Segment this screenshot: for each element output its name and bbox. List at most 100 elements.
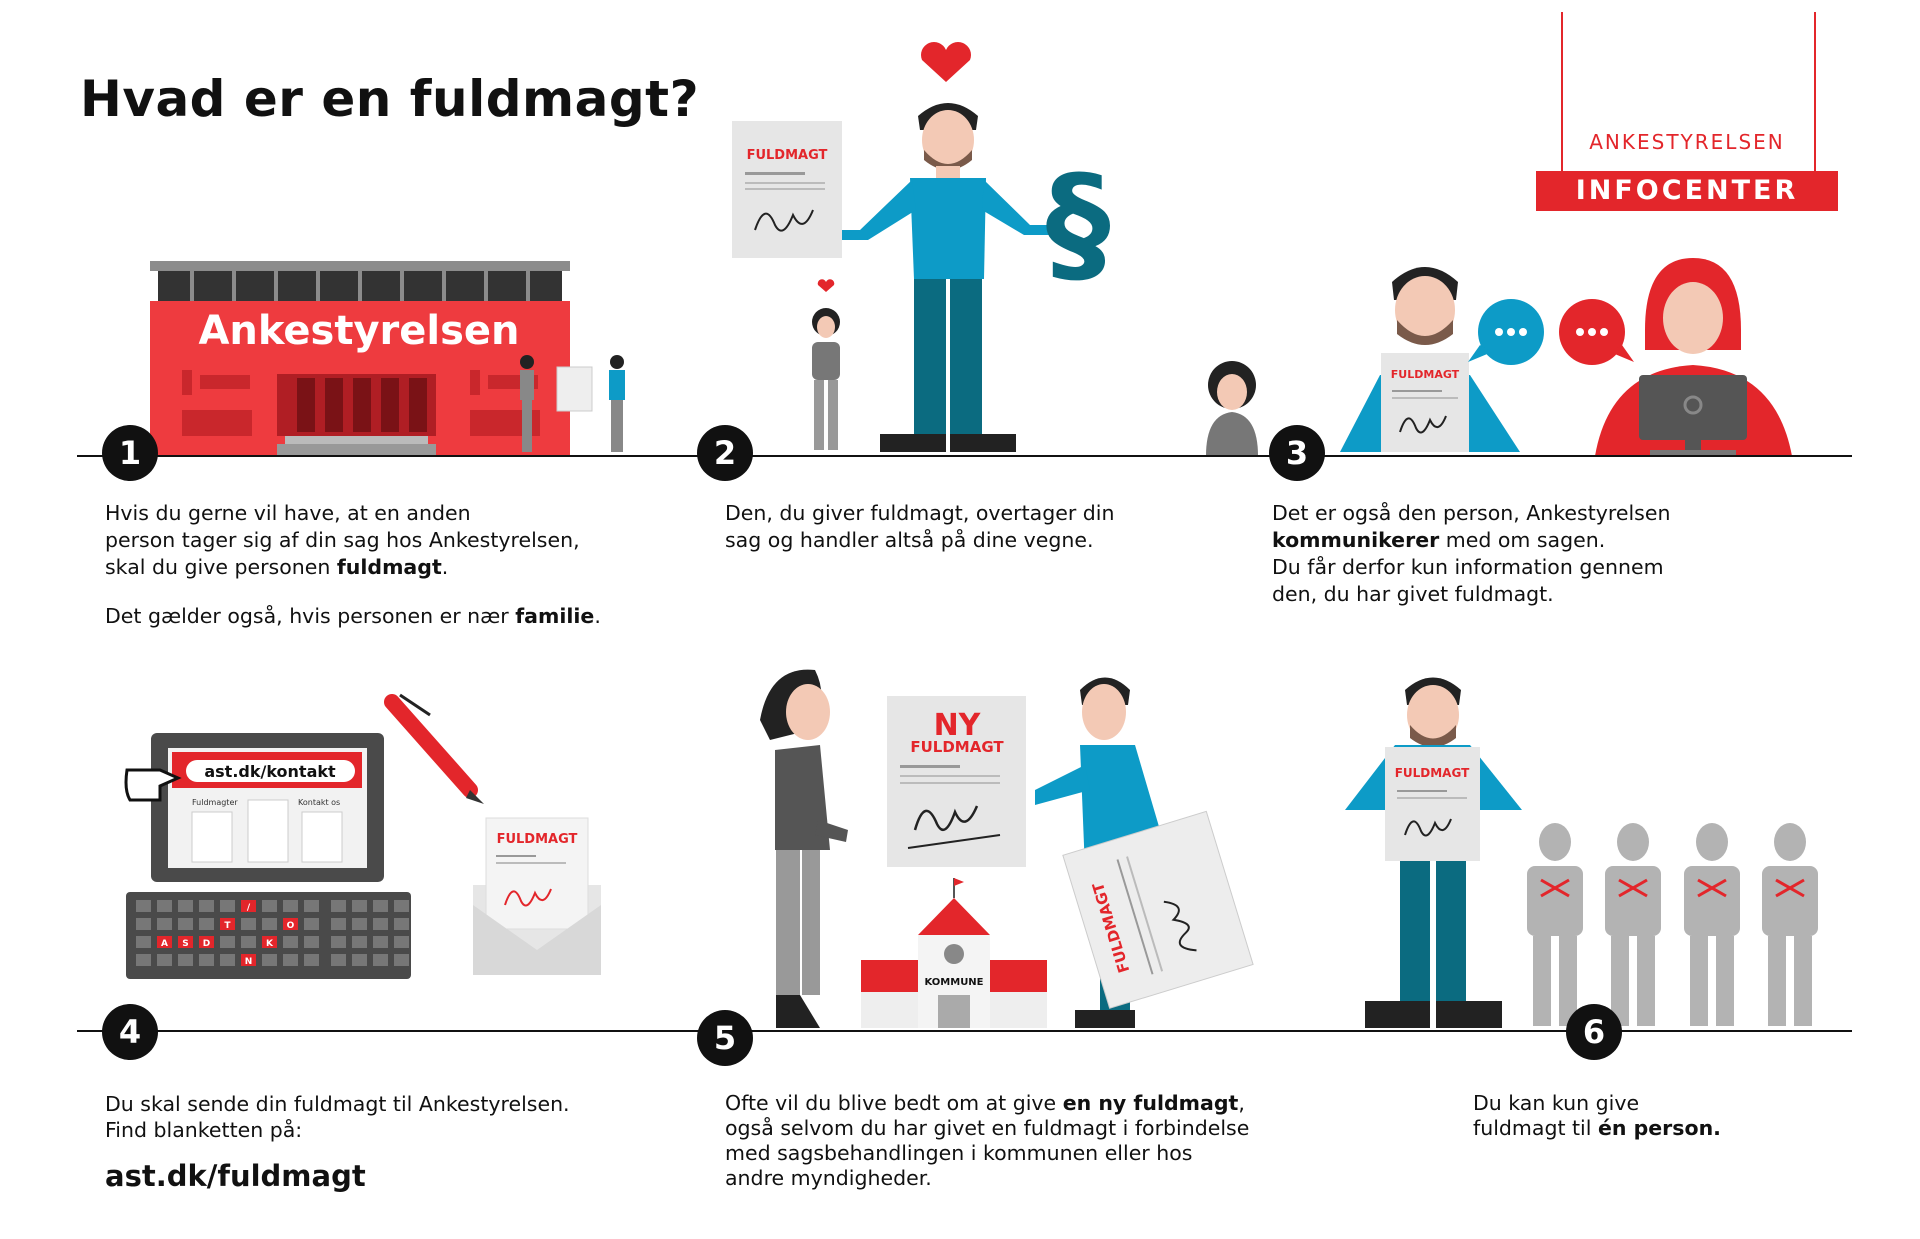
keyboard-key <box>331 936 346 948</box>
keyboard-key <box>136 936 151 948</box>
keyboard-key <box>241 936 256 948</box>
keyboard-key <box>352 936 367 948</box>
fuldmagt-link[interactable]: ast.dk/fuldmagt <box>105 1159 366 1193</box>
keyboard-key <box>283 936 298 948</box>
text: den, du har givet fuldmagt. <box>1272 582 1554 606</box>
small-people-handing-document <box>520 355 625 452</box>
keyboard-key <box>157 954 172 966</box>
key-label: K <box>266 939 274 949</box>
text-line: sag og handler altså på dine vegne. <box>725 527 1114 554</box>
keyboard-key <box>178 954 193 966</box>
keyboard-key <box>283 954 298 966</box>
crossed-out-person <box>1684 823 1740 1026</box>
key-label: D <box>203 939 210 949</box>
text: Den, du giver fuldmagt, overtager din <box>725 501 1115 525</box>
key-label: / <box>247 903 251 913</box>
text-line: fuldmagt til én person. <box>1473 1116 1721 1141</box>
keyboard-key <box>199 900 214 912</box>
svg-text:FULDMAGT: FULDMAGT <box>1395 766 1470 780</box>
text-line: med sagsbehandlingen i kommunen eller ho… <box>725 1141 1249 1166</box>
emphasis: én person. <box>1597 1116 1721 1140</box>
svg-text:FULDMAGT: FULDMAGT <box>1391 368 1460 381</box>
text: Du kan kun give <box>1473 1091 1640 1115</box>
keyboard-key <box>178 918 193 930</box>
emphasis: en ny fuldmagt <box>1062 1091 1239 1115</box>
keyboard-key <box>373 900 388 912</box>
small-heart-icon <box>817 279 835 292</box>
text-line <box>105 581 601 603</box>
text: Find blanketten på: <box>105 1118 303 1142</box>
girl-figure <box>1206 361 1258 456</box>
keyboard-key <box>283 900 298 912</box>
man-with-document: FULDMAGT <box>1340 267 1520 452</box>
envelope-with-fuldmagt: FULDMAGT <box>473 817 601 975</box>
keyboard-key <box>136 900 151 912</box>
fuldmagt-document: FULDMAGT <box>732 121 842 258</box>
text: . <box>594 604 601 628</box>
step-number-5: 5 <box>697 1010 753 1066</box>
keyboard-key <box>262 954 277 966</box>
keyboard-key <box>331 918 346 930</box>
text: . <box>441 555 449 579</box>
keyboard-key <box>241 954 256 966</box>
crossed-out-person <box>1605 823 1661 1026</box>
text: Du får derfor kun information gennem <box>1272 555 1664 579</box>
keyboard-key <box>157 936 172 948</box>
crossed-out-person <box>1762 823 1818 1026</box>
text: fuldmagt til <box>1473 1116 1598 1140</box>
text: Ofte vil du blive bedt om at give <box>725 1091 1063 1115</box>
keyboard-key <box>373 918 388 930</box>
kommune-building: KOMMUNE <box>861 878 1047 1028</box>
svg-text:NY: NY <box>934 708 982 743</box>
text: andre myndigheder. <box>725 1166 932 1190</box>
woman-figure <box>760 669 848 1028</box>
step-4-text: Du skal sende din fuldmagt til Ankestyre… <box>105 1091 570 1193</box>
text-line: Det gælder også, hvis personen er nær fa… <box>105 603 601 630</box>
keyboard-key <box>304 900 319 912</box>
text-line: Find blanketten på: <box>105 1117 570 1143</box>
keyboard-key <box>373 954 388 966</box>
keyboard-key <box>157 918 172 930</box>
svg-text:Kontakt os: Kontakt os <box>298 798 340 807</box>
keyboard-key <box>331 900 346 912</box>
keyboard-key <box>136 954 151 966</box>
text-line: også selvom du har givet en fuldmagt i f… <box>725 1116 1249 1141</box>
crossed-out-person <box>1527 823 1583 1026</box>
website-address: ast.dk/kontakt <box>204 762 336 781</box>
text: også selvom du har givet en fuldmagt i f… <box>725 1116 1250 1140</box>
svg-text:Fuldmagter: Fuldmagter <box>192 798 238 807</box>
keyboard-key <box>352 954 367 966</box>
emphasis: fuldmagt <box>336 555 442 579</box>
text: sag og handler altså på dine vegne. <box>725 528 1094 552</box>
keyboard-key <box>178 900 193 912</box>
step-5-text: Ofte vil du blive bedt om at give en ny … <box>725 1091 1249 1191</box>
child-figure <box>812 279 840 450</box>
text: skal du give personen <box>105 555 337 579</box>
divider-top <box>77 455 1852 457</box>
building-label: Ankestyrelsen <box>198 308 519 354</box>
speech-bubble-red-icon <box>1559 299 1634 365</box>
text: Hvis du gerne vil have, at en anden <box>105 501 471 525</box>
kommune-label: KOMMUNE <box>924 977 983 988</box>
keyboard-key <box>262 918 277 930</box>
keyboard-key <box>157 900 172 912</box>
text: med om sagen. <box>1439 528 1606 552</box>
paragraph-symbol: § <box>1046 147 1111 299</box>
ny-fuldmagt-document: NY FULDMAGT <box>887 696 1026 867</box>
keyboard-key <box>352 918 367 930</box>
man-holding-fuldmagt: FULDMAGT <box>1345 677 1522 1028</box>
ankestyrelsen-building: Ankestyrelsen <box>150 261 570 456</box>
speech-bubble-blue-icon <box>1468 299 1544 365</box>
step-number-6: 6 <box>1566 1004 1622 1060</box>
pointing-hand-icon <box>124 768 182 802</box>
key-label: T <box>224 921 231 931</box>
keyboard-key <box>220 954 235 966</box>
infocenter-agent <box>1595 258 1792 456</box>
text-line: andre myndigheder. <box>725 1166 1249 1191</box>
text-line: den, du har givet fuldmagt. <box>1272 581 1670 608</box>
key-label: N <box>245 957 253 967</box>
